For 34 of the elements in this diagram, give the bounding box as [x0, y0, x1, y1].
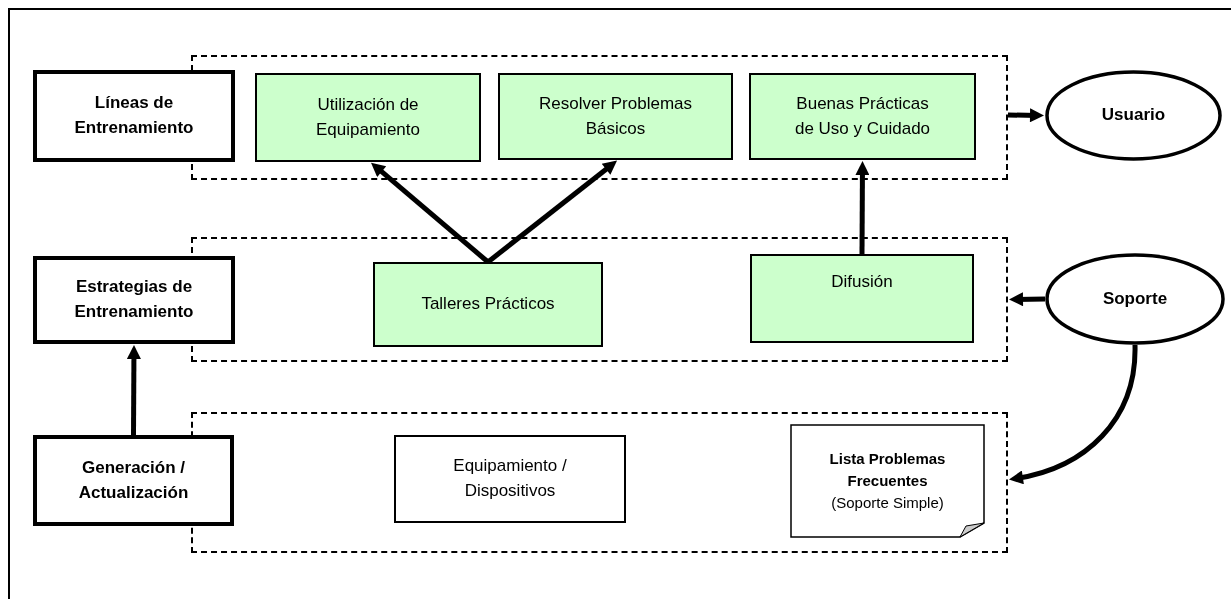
node-label: Generación / Actualización [77, 456, 190, 504]
node-label: Buenas Prácticas de Uso y Cuidado [793, 92, 932, 140]
process-box [394, 435, 626, 523]
note-box [790, 424, 985, 538]
arrow [1009, 292, 1046, 307]
note-title: Lista Problemas Frecuentes [828, 449, 947, 492]
node-label: Difusión [831, 271, 893, 293]
node-label: Estrategias de Entrenamiento [73, 276, 195, 323]
note-subtitle: (Soporte Simple) [831, 492, 944, 513]
process-box [373, 262, 603, 347]
ellipse-node [1045, 253, 1225, 345]
process-box [749, 73, 976, 160]
process-box [750, 254, 974, 343]
label-box [33, 70, 235, 162]
arrow [855, 161, 870, 254]
process-box [255, 73, 481, 162]
node-label: Usuario [1101, 104, 1166, 127]
node-label: Líneas de Entrenamiento [73, 92, 195, 139]
label-box [33, 256, 235, 344]
arrow [371, 162, 490, 264]
process-box [498, 73, 733, 160]
dashed-group-box [191, 412, 1008, 553]
arrow [1009, 344, 1138, 484]
node-label: Resolver Problemas Básicos [537, 92, 694, 140]
node-label: Equipamiento / Dispositivos [452, 455, 568, 502]
node-label: Soporte [1102, 287, 1168, 310]
arrow [126, 345, 141, 435]
dashed-group-box [191, 237, 1008, 362]
label-box [33, 435, 234, 526]
arrow [486, 160, 618, 264]
node-label: Talleres Prácticos [421, 293, 555, 316]
node-label: Utilización de Equipamiento [315, 93, 421, 141]
ellipse-node [1045, 70, 1222, 161]
dashed-group-box [191, 55, 1008, 180]
